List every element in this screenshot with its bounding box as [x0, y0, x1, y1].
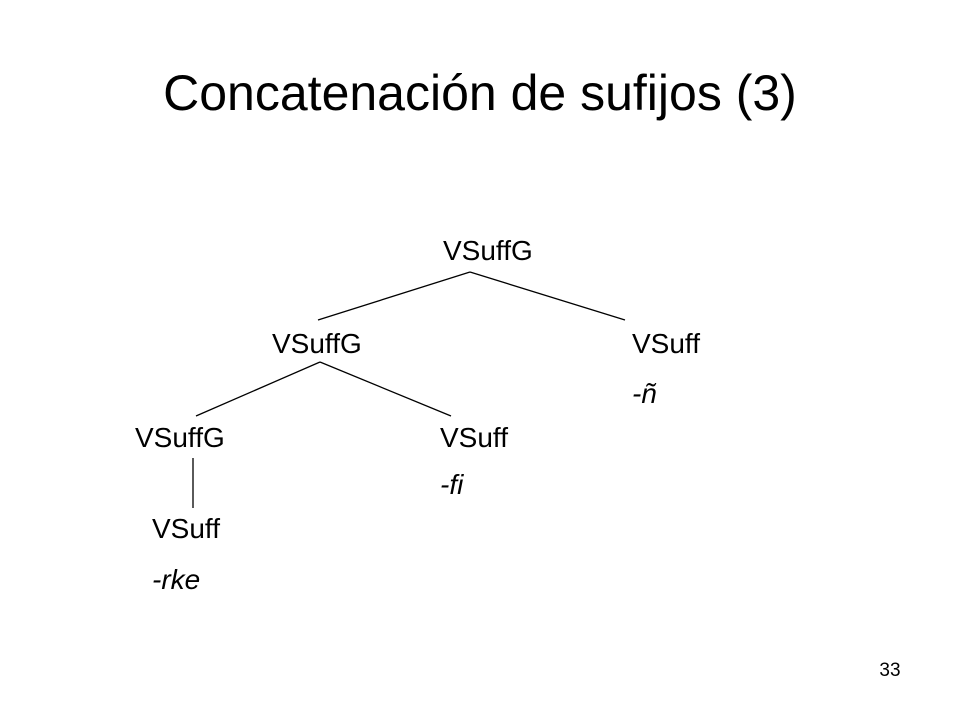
slide-title: Concatenación de sufijos (3) — [163, 65, 797, 121]
branch-mid-left-to-low-left — [195, 361, 321, 417]
page-number: 33 — [879, 660, 901, 681]
morpheme-mid-right: -ñ — [632, 378, 657, 409]
node-low-left: VSuffG — [135, 422, 225, 453]
node-root: VSuffG — [443, 235, 533, 266]
node-mid-left: VSuffG — [272, 328, 362, 359]
branch-root-to-mid-left — [317, 271, 471, 321]
morpheme-low-right: -fi — [440, 469, 464, 500]
node-low-right: VSuff — [440, 422, 508, 453]
node-mid-right: VSuff — [632, 328, 700, 359]
branch-mid-left-to-low-right — [319, 361, 452, 417]
node-leaf: VSuff — [152, 513, 220, 544]
branch-root-to-mid-right — [469, 271, 626, 321]
morpheme-leaf: -rke — [152, 564, 201, 595]
